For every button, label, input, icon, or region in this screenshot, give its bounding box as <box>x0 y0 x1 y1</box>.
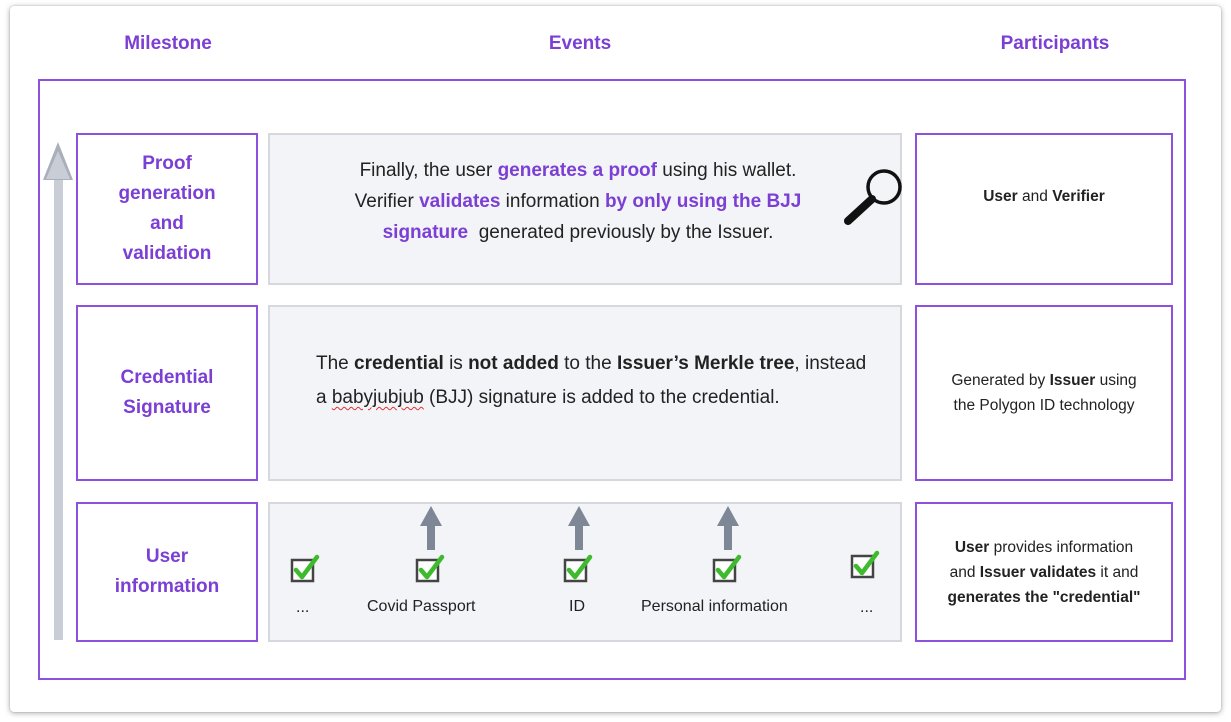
up-arrow-icon <box>717 506 739 550</box>
event-credential-signature: The credential is not added to the Issue… <box>268 305 902 481</box>
milestone-credential-signature: Credential Signature <box>76 305 258 481</box>
item-label: Covid Passport <box>367 598 476 615</box>
milestone-proof-generation: Proof generation and validation <box>76 133 258 285</box>
milestone-line: and <box>150 213 184 234</box>
item-label: ID <box>569 598 585 615</box>
event-proof-generation: Finally, the user generates a proof usin… <box>268 133 902 285</box>
timeline-arrow-shaft <box>54 180 63 640</box>
text-run-highlight: by only using the BJJ <box>604 191 802 212</box>
text-run: Finally, the user <box>359 160 498 181</box>
milestone-label: Credential Signature <box>121 363 214 423</box>
up-arrow-icon <box>568 506 590 550</box>
milestone-label: Proof generation and validation <box>118 149 215 269</box>
text-run-bold: not added <box>468 353 559 374</box>
participants-text: User and Verifier <box>983 184 1105 209</box>
text-run: Generated by <box>951 372 1050 389</box>
text-run: it and <box>1096 563 1139 581</box>
checkbox-check-icon <box>850 550 880 580</box>
milestone-line: Credential <box>120 367 214 388</box>
milestone-line: Proof <box>142 153 192 174</box>
text-run: generated previously by the Issuer. <box>468 222 774 243</box>
milestone-line: User <box>145 546 189 567</box>
text-run-highlight: signature <box>382 222 469 243</box>
item-label: ... <box>860 599 874 616</box>
milestone-line: Signature <box>123 397 211 418</box>
text-run: and <box>949 563 980 581</box>
text-run-misspelled: babyjubjub <box>331 387 424 408</box>
text-run-bold: Issuer’s Merkle tree <box>616 353 795 374</box>
text-run: to the <box>558 353 617 374</box>
text-run-highlight: generates a proof <box>497 160 657 181</box>
text-run: information <box>500 191 605 212</box>
participants-column-header: Participants <box>1000 33 1110 54</box>
text-run: The <box>316 353 355 374</box>
checkbox-check-icon <box>563 554 593 584</box>
events-column-header: Events <box>548 33 612 54</box>
text-run-bold: Issuer validates <box>979 563 1097 581</box>
text-run-bold: User <box>954 538 990 556</box>
text-run: provides information <box>989 538 1134 556</box>
milestone-line: generation <box>118 183 216 204</box>
event-description: The credential is not added to the Issue… <box>316 347 876 415</box>
checkbox-check-icon <box>415 554 445 584</box>
text-run: using his wallet. <box>657 160 797 181</box>
timeline-arrow-head-fill <box>46 151 70 179</box>
participants-text: User provides information and Issuer val… <box>947 535 1140 610</box>
text-run: the Polygon ID technology <box>953 397 1135 414</box>
milestone-line: validation <box>122 243 212 264</box>
participants-text: Generated by Issuer using the Polygon ID… <box>951 368 1136 418</box>
text-run-bold: Issuer <box>1049 372 1096 389</box>
participants-proof-generation: User and Verifier <box>915 133 1173 285</box>
milestone-column-header: Milestone <box>124 33 212 54</box>
up-arrow-icon <box>420 506 442 550</box>
text-run-bold: credential <box>354 353 444 374</box>
text-run: , instead a <box>316 353 867 408</box>
text-run: User <box>983 188 1018 205</box>
milestone-user-information: User information <box>76 502 258 642</box>
magnifier-icon <box>838 165 908 227</box>
text-run: (BJJ) signature is added to the credenti… <box>423 387 780 408</box>
text-run: is <box>443 353 469 374</box>
text-run: and <box>1017 188 1053 205</box>
item-label: ... <box>296 599 310 616</box>
diagram-frame <box>38 79 1186 680</box>
item-label: Personal information <box>641 598 788 615</box>
event-user-information: ... Covid Passport ID Personal informati… <box>268 502 902 642</box>
participants-credential-signature: Generated by Issuer using the Polygon ID… <box>915 305 1173 481</box>
participants-user-information: User provides information and Issuer val… <box>915 502 1173 642</box>
milestone-label: User information <box>115 542 220 602</box>
checkbox-check-icon <box>712 554 742 584</box>
event-description: Finally, the user generates a proof usin… <box>308 155 848 248</box>
text-run: using <box>1095 372 1137 389</box>
checkbox-check-icon <box>290 554 320 584</box>
text-run-bold: generates the "credential" <box>947 588 1141 606</box>
text-run: Verifier <box>354 191 420 212</box>
text-run: Verifier <box>1052 188 1105 205</box>
milestone-line: information <box>114 576 220 597</box>
text-run-highlight: validates <box>419 191 501 212</box>
